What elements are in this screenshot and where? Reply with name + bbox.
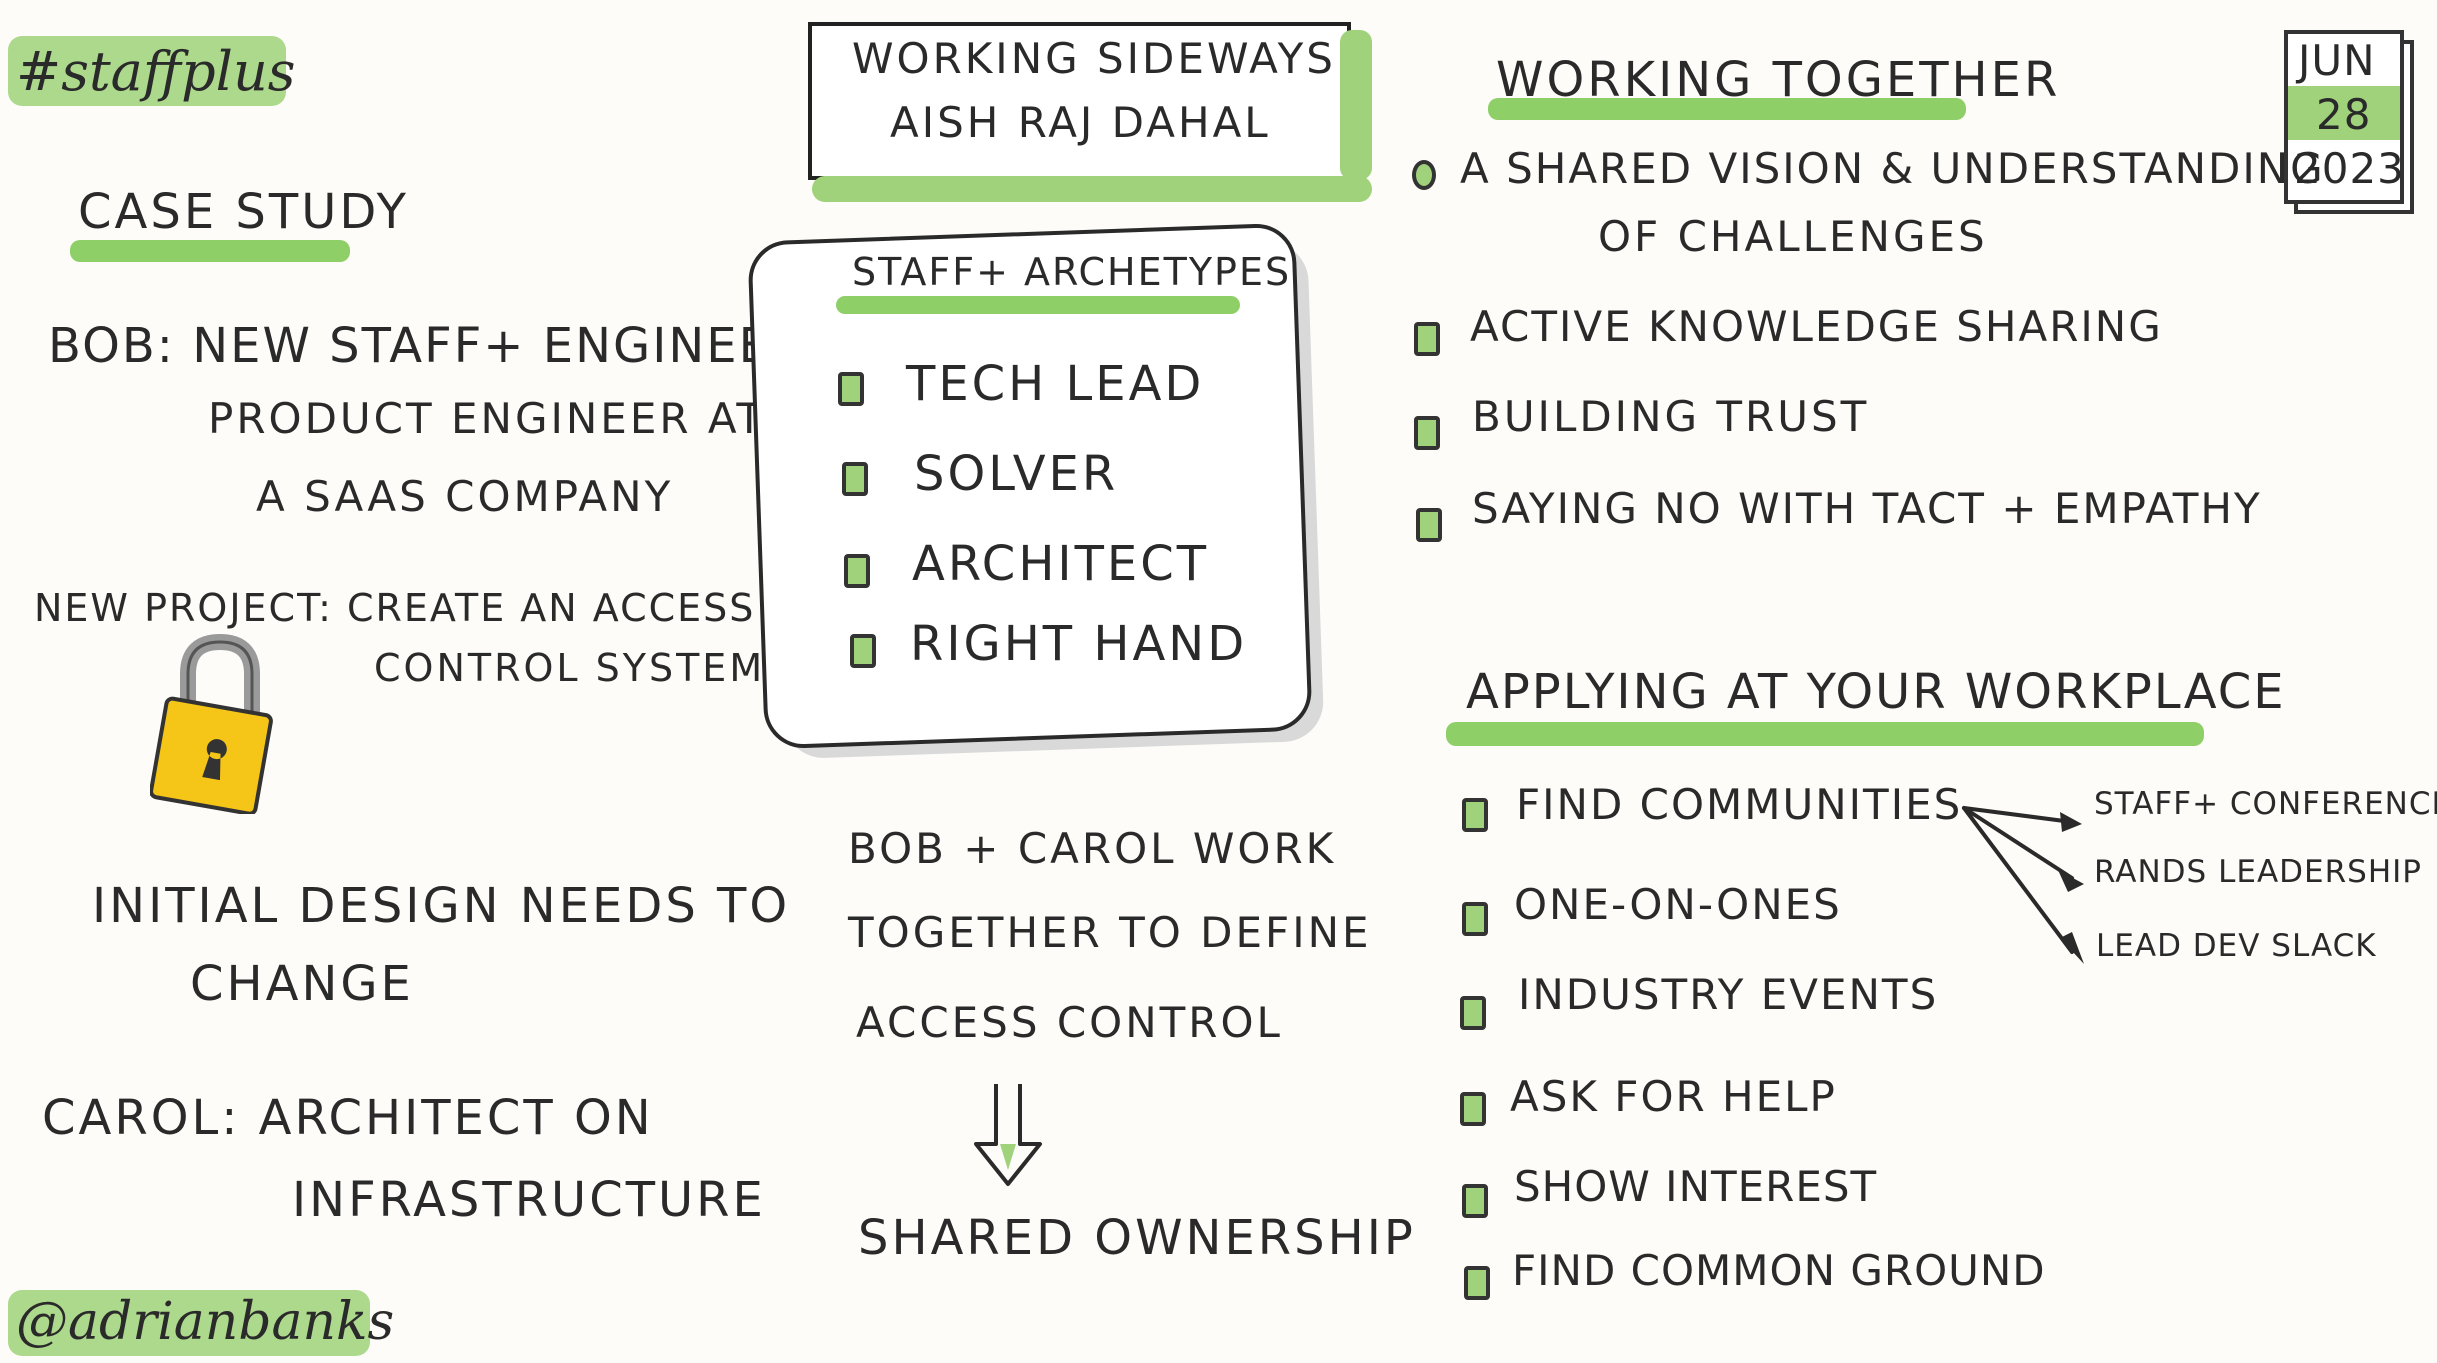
working-item: Active Knowledge Sharing [1470, 302, 2163, 351]
applying-item: Find Communities [1516, 780, 1963, 829]
applying-underline [1446, 722, 2204, 746]
collab-line-3: Access Control [856, 998, 1283, 1047]
community-item: Lead Dev Slack [2096, 928, 2377, 964]
checkbox-icon [850, 634, 876, 668]
case-study-heading: Case Study [78, 184, 409, 240]
handle-highlight [8, 1290, 370, 1356]
date-day-highlight [2288, 86, 2400, 140]
project-line-1: New Project: Create an Access [34, 586, 756, 630]
date-day: 28 [2316, 90, 2372, 139]
project-line-2: Control System [374, 646, 766, 690]
applying-item: Ask for Help [1510, 1072, 1837, 1121]
archetype-item: Solver [914, 446, 1119, 502]
community-item: Staff+ Conference [2094, 786, 2437, 822]
calendar-front: Jun 28 2023 [2284, 30, 2404, 204]
carol-line-1: Carol: Architect on [42, 1090, 654, 1146]
title-box-shadow-bottom [812, 176, 1372, 202]
collab-line-1: Bob + Carol Work [848, 824, 1337, 873]
checkbox-icon [1414, 322, 1440, 356]
archetypes-underline [836, 296, 1240, 314]
archetype-item: Right Hand [910, 616, 1248, 672]
working-item-continued: of Challenges [1598, 212, 1988, 261]
community-item: Rands Leadership [2094, 854, 2422, 890]
author-handle: @adrianbanks [16, 1292, 395, 1352]
working-together-underline [1488, 98, 1966, 120]
hashtag: #staffplus [16, 40, 296, 103]
applying-item: Show Interest [1514, 1162, 1878, 1211]
date-month: Jun [2298, 36, 2376, 85]
design-line-2: Change [190, 956, 414, 1012]
hashtag-highlight [8, 36, 286, 106]
checkbox-icon [844, 554, 870, 588]
carol-line-2: Infrastructure [292, 1172, 766, 1228]
working-item: Building Trust [1472, 392, 1870, 441]
arrows-icon [1962, 806, 2084, 964]
title-box-shadow-right [1340, 30, 1372, 180]
down-arrow-icon [974, 1084, 1042, 1186]
design-line-1: Initial Design Needs to [92, 878, 791, 934]
checkbox-icon [1464, 1266, 1490, 1300]
working-item: Saying No with Tact + Empathy [1472, 484, 2262, 533]
date-year: 2023 [2294, 144, 2405, 193]
bob-line-2: Product Engineer at [208, 394, 766, 443]
applying-heading: Applying at Your Workplace [1466, 664, 2286, 720]
shared-ownership: Shared Ownership [858, 1210, 1416, 1266]
working-together-heading: Working Together [1496, 52, 2061, 108]
checkbox-icon [1414, 416, 1440, 450]
collab-line-2: Together to Define [848, 908, 1372, 957]
archetype-item: Architect [912, 536, 1210, 592]
checkbox-icon [842, 462, 868, 496]
bob-line-1: Bob: New Staff+ Engineer [48, 318, 807, 374]
archetypes-heading: Staff+ Archetypes [852, 250, 1292, 294]
bob-line-3: a SaaS Company [256, 472, 674, 521]
working-item: A Shared Vision & Understanding [1460, 144, 2325, 193]
checkbox-icon [1416, 508, 1442, 542]
applying-item: One-on-Ones [1514, 880, 1842, 929]
applying-item: Industry Events [1518, 970, 1939, 1019]
checkbox-icon [1462, 798, 1488, 832]
title-box: Working Sideways Aish Raj Dahal [808, 22, 1351, 180]
checkbox-icon [1412, 160, 1436, 190]
applying-item: Find Common Ground [1512, 1246, 2046, 1295]
checkbox-icon [1462, 1184, 1488, 1218]
case-study-underline [70, 240, 350, 262]
talk-title: Working Sideways [852, 34, 1336, 83]
checkbox-icon [1460, 1092, 1486, 1126]
checkbox-icon [1460, 996, 1486, 1030]
padlock-icon [150, 634, 273, 814]
speaker-name: Aish Raj Dahal [890, 98, 1271, 147]
checkbox-icon [1462, 902, 1488, 936]
archetype-item: Tech Lead [906, 356, 1205, 412]
checkbox-icon [838, 372, 864, 406]
